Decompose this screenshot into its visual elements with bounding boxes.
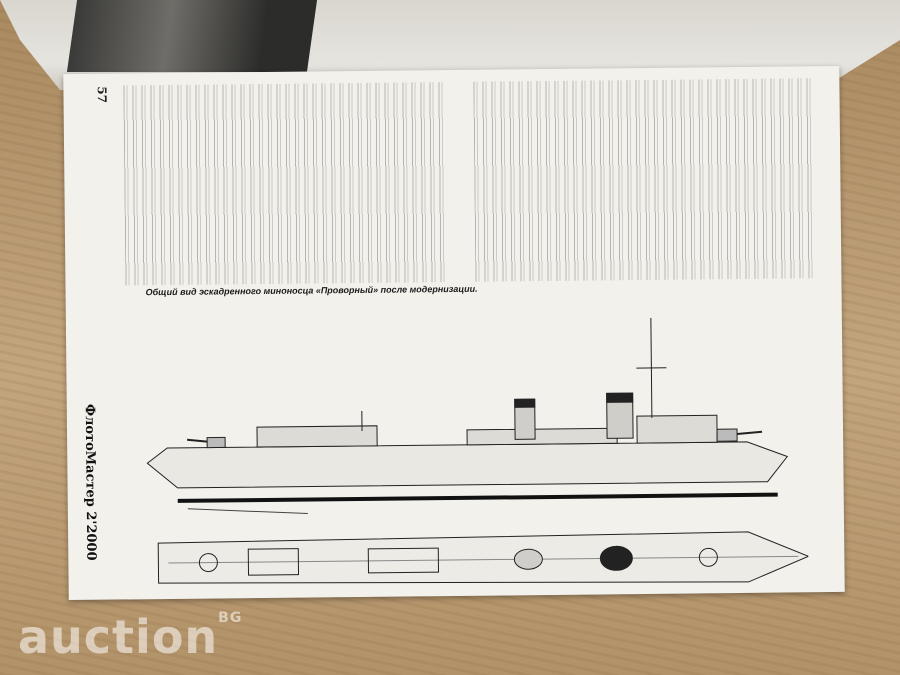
- page-number: 57: [94, 86, 109, 104]
- masthead-text: ФлотоМастер 2'2000: [81, 403, 99, 561]
- bridge-block: [636, 414, 718, 444]
- back-page-photo: [66, 0, 318, 72]
- fore-gun: [716, 428, 738, 442]
- top-plan-view: [157, 531, 809, 584]
- magazine-masthead: ФлотоМастер 2'2000: [73, 404, 105, 594]
- ship-drawing: [146, 317, 809, 584]
- watermark-text: auction: [18, 610, 219, 664]
- fore-funnel-cap: [606, 392, 634, 403]
- deck-outline: [157, 531, 809, 584]
- aft-gun: [206, 436, 226, 449]
- midship-deckhouse: [466, 427, 618, 446]
- fore-funnel-plan: [599, 545, 633, 571]
- hull-profile: [146, 441, 789, 489]
- side-profile: [146, 317, 789, 515]
- torpedo-tube-mount: [367, 547, 440, 574]
- aft-gun-barrel: [187, 438, 208, 443]
- propeller-shaft: [187, 508, 308, 515]
- watermark-suffix: BG: [218, 610, 243, 626]
- aft-superstructure: [256, 425, 378, 448]
- aft-funnel-plan: [513, 548, 543, 570]
- fore-gun-barrel: [736, 430, 763, 436]
- watermark-logo: auctionBG: [18, 610, 242, 664]
- centerline: [168, 555, 799, 564]
- aft-deck-block: [247, 548, 300, 576]
- aft-gun-plan: [198, 553, 218, 573]
- aft-funnel-cap: [514, 398, 536, 408]
- waterline: [177, 492, 778, 503]
- magazine-page: 57 Общий вид эскадренного миноносца «Про…: [63, 65, 845, 601]
- fore-gun-plan: [698, 547, 718, 567]
